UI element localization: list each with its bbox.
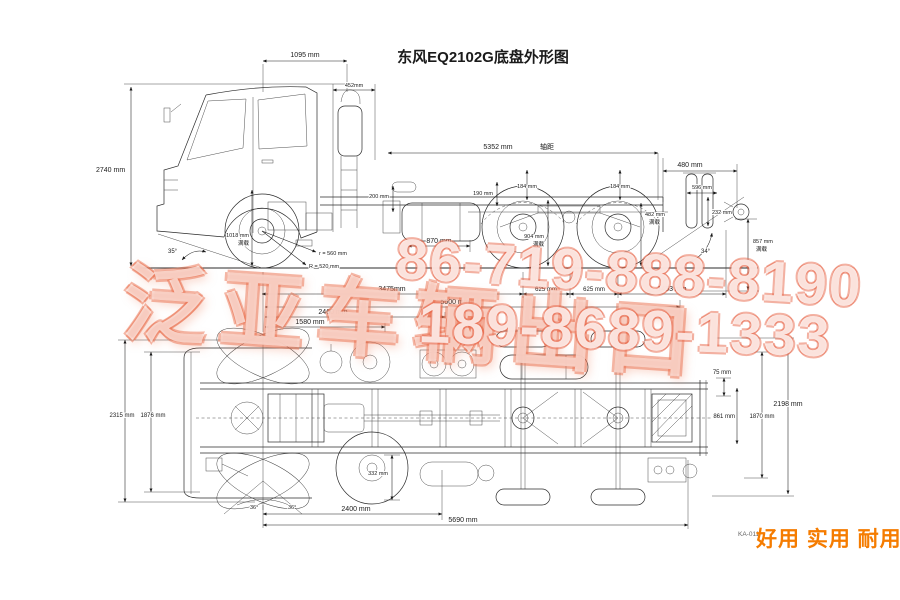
- dim-top-mid-length: 2400 mm: [341, 506, 370, 513]
- dim-width-track: 1876 mm: [140, 413, 165, 419]
- steer-angle-left: 36°: [250, 505, 258, 511]
- dim-bogie-height-note: 满载: [533, 240, 545, 248]
- dim-front-length: 1580 mm: [295, 319, 324, 326]
- dim-arc-travel-1: 184 mm: [517, 184, 537, 190]
- radius-small: r = 560 mm: [319, 251, 347, 257]
- dim-front-axle-height-note: 满载: [238, 239, 250, 247]
- drawing-title: 东风EQ2102G底盘外形图: [397, 48, 569, 66]
- top-view-dimensions: [118, 337, 794, 529]
- steer-angle-right: 36°: [288, 505, 296, 511]
- radius-big: R = 520 mm: [309, 264, 340, 270]
- dim-frame-length: 5600 mm: [440, 299, 469, 306]
- dim-front-axle-height: 1018 mm: [226, 233, 249, 239]
- dim-wheelbase: 5352 mm: [483, 144, 512, 151]
- dim-arc-travel-2: 184 mm: [610, 184, 630, 190]
- dim-axle-to-bogie: 3475mm: [378, 286, 405, 293]
- dim-ring: 596 mm: [692, 185, 712, 191]
- dim-rear-to-hitch: 1453 mm: [657, 286, 686, 293]
- dim-axle-spacing-2: 625 mm: [583, 287, 605, 293]
- dim-axle-spacing-1: 625 mm: [535, 287, 557, 293]
- dim-rear-box: 480 mm: [677, 162, 702, 169]
- slogan-text: 好用 实用 耐用: [756, 528, 900, 551]
- dim-total-length: 5690 mm: [448, 517, 477, 524]
- dim-bogie-height: 904 mm: [524, 234, 544, 240]
- dim-hitch-height: 857 mm: [753, 239, 773, 245]
- dim-wheelbase-note: 轴距: [540, 142, 554, 151]
- dim-frame-width: 861 mm: [713, 414, 735, 420]
- angle-approach: 35°: [168, 249, 178, 255]
- dim-offset: 332 mm: [368, 471, 388, 477]
- dim-clearance-front: 190 mm: [473, 191, 493, 197]
- angle-departure: 34°: [701, 249, 711, 255]
- dim-width-overall: 2315 mm: [109, 413, 134, 419]
- dim-frame-rear: 482 mm: [645, 212, 665, 218]
- dim-body-width: 1870 mm: [749, 414, 774, 420]
- dim-stack-width: 452mm: [345, 83, 364, 89]
- dim-gap: 75 mm: [713, 370, 731, 376]
- drawing-code: KA-011: [738, 531, 760, 538]
- dim-cab-span: 1095 mm: [290, 52, 319, 59]
- dim-overall-height: 2740 mm: [96, 167, 125, 174]
- dim-frame-front: 200 mm: [369, 194, 389, 200]
- top-view-art: [183, 327, 712, 515]
- dim-mid-length: 2460 mm: [318, 309, 347, 316]
- side-view-dimensions: [124, 59, 759, 332]
- dim-width-rear: 2198 mm: [773, 401, 802, 408]
- dim-frame-rear-note: 满载: [649, 218, 661, 226]
- dim-hitch-height-note: 满载: [756, 245, 768, 253]
- dim-hook: 232 mm: [712, 210, 732, 216]
- dim-tank-length: 870 mm: [426, 238, 451, 245]
